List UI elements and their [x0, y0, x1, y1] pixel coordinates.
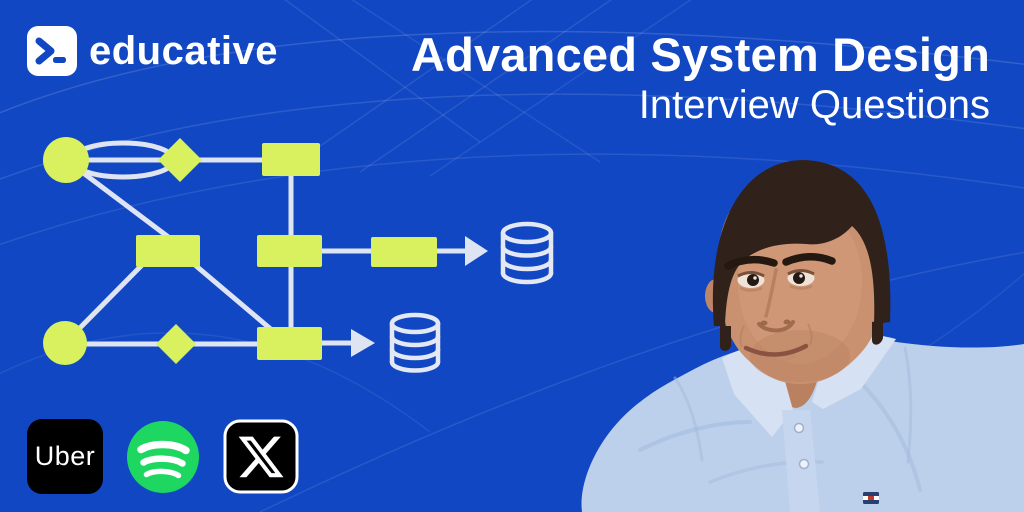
- spotify-icon: [127, 420, 199, 493]
- company-logo-row: Uber: [27, 419, 299, 494]
- sideburn: [720, 326, 731, 351]
- eyes: [737, 269, 815, 292]
- node-diamond-top: [158, 138, 202, 182]
- system-design-flowchart: [43, 137, 554, 373]
- x-logo-icon: [223, 419, 299, 494]
- shirt-button: [793, 422, 805, 434]
- brand-name: educative: [89, 28, 279, 73]
- node-rect-mid-left: [136, 235, 200, 267]
- jaw-shading: [750, 330, 850, 382]
- shirt-flag-logo: [863, 492, 879, 504]
- hair: [712, 160, 891, 326]
- uber-logo-label: Uber: [34, 441, 96, 471]
- database-icon: [389, 312, 441, 373]
- node-rect-mid-right: [371, 237, 437, 267]
- title-line2: Interview Questions: [638, 83, 990, 128]
- node-circle-top: [43, 137, 89, 183]
- banner-title: Advanced System Design Interview Questio…: [410, 28, 990, 128]
- flowchart-nodes: [43, 137, 437, 365]
- eyebrows: [724, 253, 836, 270]
- title-line1: Advanced System Design: [410, 28, 990, 81]
- nose: [757, 268, 795, 333]
- database-icon: [500, 221, 554, 285]
- flowchart-arrowheads: [351, 236, 488, 357]
- instructor-portrait: [581, 160, 1024, 512]
- terminal-prompt-icon: [27, 26, 77, 76]
- uber-logo: Uber: [27, 419, 103, 494]
- node-circle-bottom: [43, 321, 87, 365]
- sideburn: [872, 320, 883, 345]
- node-rect-mid-center: [257, 235, 322, 267]
- brand-logo: educative: [27, 26, 278, 76]
- node-rect-bottom: [257, 327, 322, 360]
- shirt-button: [798, 458, 810, 470]
- mouth: [739, 323, 813, 363]
- node-diamond-bottom: [156, 324, 196, 364]
- node-rect-top: [262, 143, 320, 176]
